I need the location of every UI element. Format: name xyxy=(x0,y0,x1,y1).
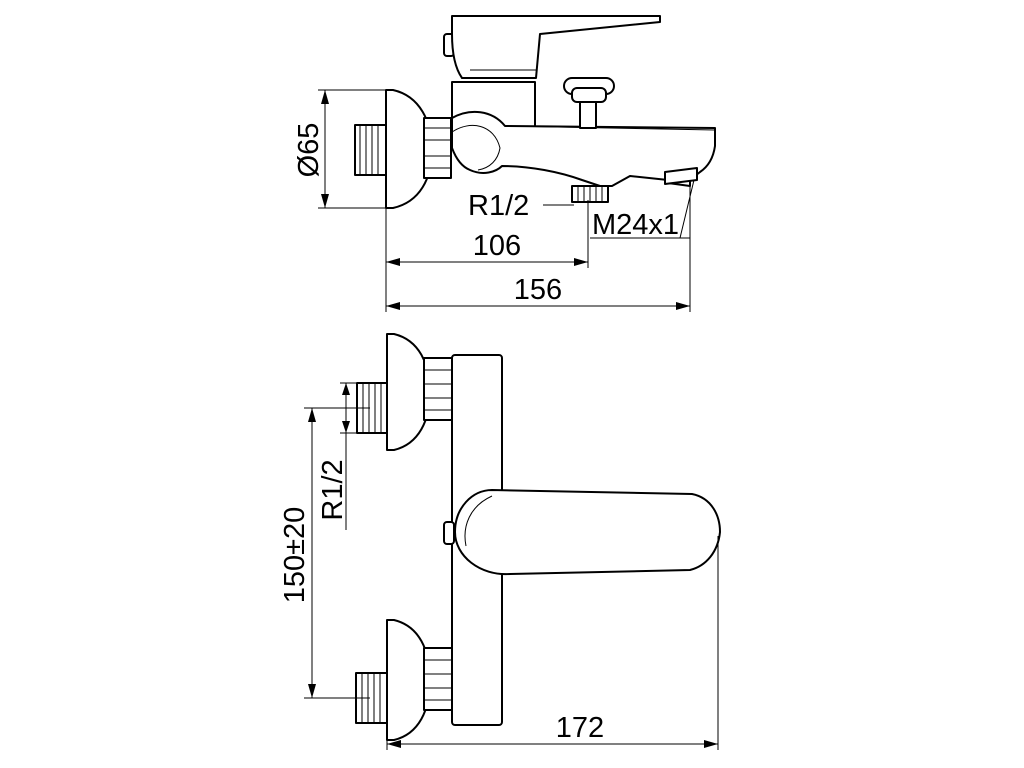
aerator-thread-callout: M24x1 xyxy=(587,179,695,312)
lever-handle-front xyxy=(443,489,721,576)
length-156-label: 156 xyxy=(514,274,562,306)
diameter-dimension: Ø65 xyxy=(293,89,386,209)
diameter-label: Ø65 xyxy=(293,123,325,178)
depth-172-label: 172 xyxy=(556,712,604,744)
faucet-front-view xyxy=(355,333,721,741)
length-106-label: 106 xyxy=(473,230,521,262)
depth-172-dimension: 172 xyxy=(386,536,719,750)
inlet-thread-dimension-front: R1/2 xyxy=(317,382,360,530)
aerator-top xyxy=(664,167,698,185)
upper-inlet-front xyxy=(356,333,453,451)
centre-distance-dimension: 150±20 xyxy=(279,407,370,699)
outlet-thread-top xyxy=(571,185,609,203)
spout-top xyxy=(451,110,716,187)
faucet-top-view xyxy=(354,15,716,209)
diverter-knob-top xyxy=(563,77,615,129)
aerator-thread-label: M24x1 xyxy=(592,209,679,241)
hex-nut-top xyxy=(423,117,452,179)
centre-distance-label: 150±20 xyxy=(279,507,311,604)
lever-handle-top xyxy=(443,15,661,79)
lower-inlet-front xyxy=(355,619,453,741)
inlet-thread-label-front: R1/2 xyxy=(317,459,349,520)
length-156-dimension: 156 xyxy=(386,274,690,310)
length-106-dimension: 106 xyxy=(385,208,588,312)
inlet-thread-label-top: R1/2 xyxy=(468,190,529,222)
inlet-thread-callout-top: R1/2 xyxy=(468,190,574,222)
inlet-thread-top xyxy=(354,124,387,176)
